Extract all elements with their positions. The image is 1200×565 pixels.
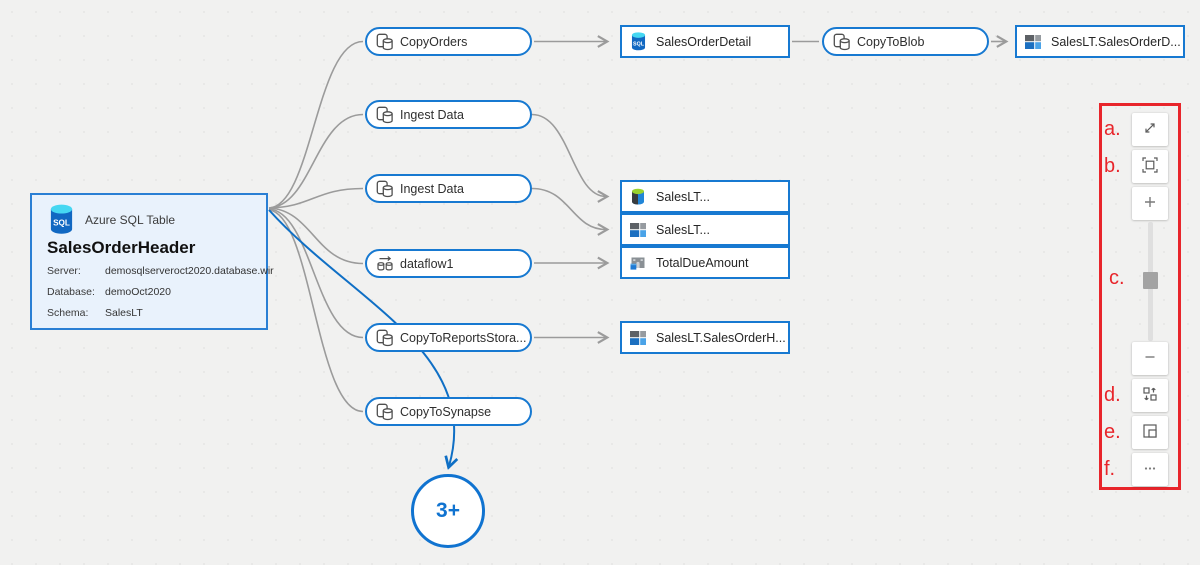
annotation-red-frame — [1099, 103, 1181, 490]
zoom-out-button[interactable] — [1132, 342, 1168, 375]
ellipsis-icon — [1141, 459, 1159, 480]
annotation-label-a: a. — [1104, 118, 1121, 140]
zoom-in-button[interactable] — [1132, 187, 1168, 220]
minus-icon — [1141, 348, 1159, 369]
plus-icon — [1141, 193, 1159, 214]
source-title: SalesOrderHeader — [47, 238, 196, 257]
dataset-label: SalesOrderDetail — [656, 34, 752, 49]
expand-button[interactable] — [1132, 113, 1168, 146]
copy-activity-icon — [833, 33, 851, 51]
dataset-label: SalesLT... — [656, 189, 710, 204]
activity-node-ingest-data-2[interactable]: Ingest Data — [365, 174, 532, 203]
data-lake-icon — [630, 188, 648, 206]
edge-source-to-dataflow1 — [268, 207, 364, 265]
dataset-label: TotalDueAmount — [656, 255, 749, 270]
source-type-label: Azure SQL Table — [85, 212, 176, 227]
activity-node-copytosynapse[interactable]: CopyToSynapse — [365, 397, 532, 426]
activity-node-copytoblob[interactable]: CopyToBlob — [822, 27, 989, 56]
source-prop-schema: Schema: SalesLT — [47, 307, 143, 319]
edge-ingest1-to-saleslt1 — [531, 113, 606, 197]
activity-label: CopyToBlob — [857, 34, 925, 49]
copy-activity-icon — [376, 180, 394, 198]
fit-screen-icon — [1141, 156, 1159, 177]
activity-node-ingest-data-1[interactable]: Ingest Data — [365, 100, 532, 129]
edge-source-to-copytosynapse — [268, 209, 364, 413]
minimap-icon — [1141, 422, 1159, 443]
activity-label: dataflow1 — [400, 256, 454, 271]
copy-activity-icon — [376, 33, 394, 51]
diagonal-resize-icon — [1141, 119, 1159, 140]
swap-layout-icon — [1141, 385, 1159, 406]
activity-label: CopyToSynapse — [400, 404, 492, 419]
fit-to-screen-button[interactable] — [1132, 150, 1168, 183]
dataset-node-saleslt-salesorderh[interactable]: SalesLT.SalesOrderH... — [620, 321, 790, 354]
blob-storage-icon — [630, 329, 648, 347]
warehouse-icon — [630, 254, 648, 272]
dataset-node-salesorderdetail[interactable]: SQL SalesOrderDetail — [620, 25, 790, 58]
annotation-label-d: d. — [1104, 384, 1121, 406]
blob-storage-icon — [630, 221, 648, 239]
edge-source-to-ingest1 — [268, 113, 364, 209]
copy-activity-icon — [376, 329, 394, 347]
copy-activity-icon — [376, 106, 394, 124]
activity-node-copytoreportsstorage[interactable]: CopyToReportsStora... — [365, 323, 532, 352]
activity-label: Ingest Data — [400, 181, 464, 196]
dataset-label: SalesLT... — [656, 222, 710, 237]
svg-text:SQL: SQL — [53, 218, 70, 227]
zoom-slider-handle[interactable] — [1143, 272, 1158, 289]
dataset-node-totaldueamount[interactable]: TotalDueAmount — [620, 246, 790, 279]
minimap-button[interactable] — [1132, 416, 1168, 449]
activity-label: Ingest Data — [400, 107, 464, 122]
dataset-node-saleslt-2[interactable]: SalesLT... — [620, 213, 790, 246]
azure-sql-icon: SQL — [48, 204, 75, 235]
azure-sql-icon: SQL — [630, 32, 648, 51]
annotation-label-b: b. — [1104, 155, 1121, 177]
overflow-node-3plus[interactable]: 3+ — [411, 474, 485, 548]
activity-node-copyorders[interactable]: CopyOrders — [365, 27, 532, 56]
overflow-label: 3+ — [436, 499, 460, 522]
source-node-salesorderheader[interactable]: SQL Azure SQL Table SalesOrderHeader Ser… — [30, 193, 274, 330]
edge-source-to-copytoreports — [268, 208, 364, 339]
blob-storage-icon — [1025, 33, 1043, 51]
svg-text:SQL: SQL — [633, 42, 645, 48]
source-prop-database: Database: demoOct2020 — [47, 286, 171, 298]
relayout-button[interactable] — [1132, 379, 1168, 412]
edge-source-to-ingest2 — [268, 187, 364, 209]
copy-activity-icon — [376, 403, 394, 421]
annotation-label-e: e. — [1104, 421, 1121, 443]
activity-label: CopyOrders — [400, 34, 468, 49]
activity-node-dataflow1[interactable]: dataflow1 — [365, 249, 532, 278]
dataflow-icon — [376, 255, 394, 273]
edge-ingest2-to-saleslt2 — [531, 187, 606, 230]
annotation-label-f: f. — [1104, 458, 1116, 480]
source-prop-server: Server: demosqlserveroct2020.database.wi… — [47, 265, 274, 277]
edge-source-to-copyorders — [268, 40, 364, 209]
activity-label: CopyToReportsStora... — [400, 330, 527, 345]
dataset-node-saleslt-1[interactable]: SalesLT... — [620, 180, 790, 213]
more-options-button[interactable] — [1132, 453, 1168, 486]
dataset-node-saleslt-salesorderd[interactable]: SalesLT.SalesOrderD... — [1015, 25, 1185, 58]
dataset-label: SalesLT.SalesOrderH... — [656, 330, 786, 345]
dataset-label: SalesLT.SalesOrderD... — [1051, 34, 1181, 49]
annotation-label-c: c. — [1109, 267, 1125, 289]
